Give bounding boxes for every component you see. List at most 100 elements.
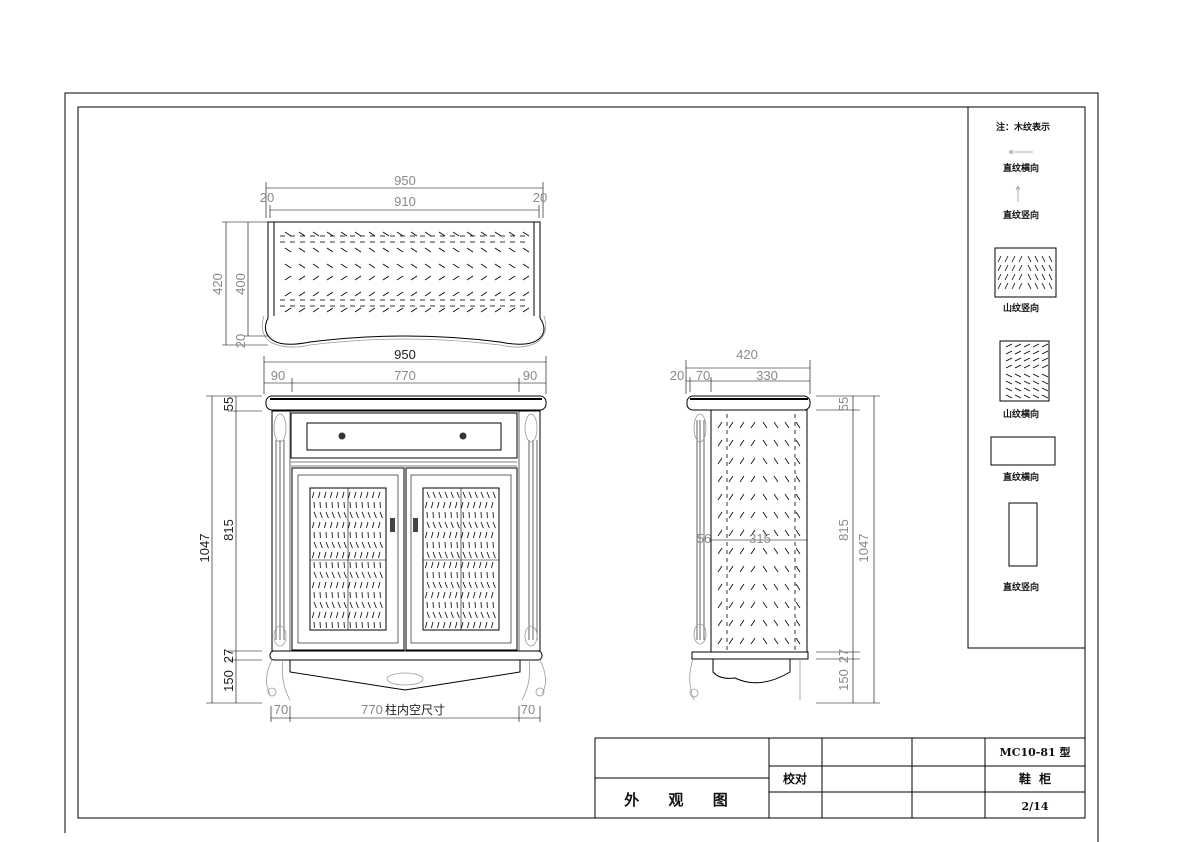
grain-stroke xyxy=(1034,282,1039,290)
grain-stroke xyxy=(750,421,756,429)
grain-stroke xyxy=(750,511,756,519)
grain-stroke xyxy=(728,439,734,447)
grain-stroke xyxy=(1041,380,1049,385)
grain-stroke xyxy=(318,491,321,499)
grain-stroke xyxy=(480,247,488,253)
grain-stroke xyxy=(318,551,321,559)
grain-stroke xyxy=(456,491,460,499)
grain-stroke xyxy=(795,511,801,519)
grain-stroke xyxy=(491,501,494,509)
grain-stroke xyxy=(728,547,734,555)
grain-stroke xyxy=(444,551,448,559)
grain-stroke xyxy=(450,491,454,499)
grain-stroke xyxy=(1018,282,1023,290)
grain-stroke xyxy=(410,263,418,269)
grain-stroke xyxy=(494,263,502,269)
grain-stroke xyxy=(368,307,376,313)
wood-grain-legend: 注：木纹表示 直纹横向 直纹竖向 山纹竖向 山纹横向 直纹横向 直纹竖向 xyxy=(967,107,1085,649)
grain-stroke xyxy=(494,291,502,297)
grain-stroke xyxy=(354,521,357,529)
dim-front-middle: 770 xyxy=(394,368,416,383)
grain-stroke xyxy=(396,291,404,297)
grain-stroke xyxy=(462,581,466,589)
grain-stroke xyxy=(1041,373,1049,378)
side-wood-grain xyxy=(717,414,801,650)
grain-stroke xyxy=(1018,255,1023,263)
grain-stroke xyxy=(437,531,440,539)
grain-stroke xyxy=(410,307,418,313)
grain-stroke xyxy=(284,263,292,269)
grain-stroke xyxy=(773,547,779,555)
grain-stroke xyxy=(795,529,801,537)
grain-stroke xyxy=(522,275,530,281)
grain-stroke xyxy=(717,511,723,519)
grain-stroke xyxy=(382,247,390,253)
grain-stroke xyxy=(1032,350,1040,355)
grain-stroke xyxy=(432,521,436,529)
grain-stroke xyxy=(379,511,383,519)
grain-stroke xyxy=(298,291,306,297)
grain-stroke xyxy=(431,591,434,599)
grain-stroke xyxy=(467,561,470,569)
grain-stroke xyxy=(728,475,734,483)
grain-stroke xyxy=(474,521,478,529)
grain-stroke xyxy=(466,307,474,313)
grain-stroke xyxy=(455,561,458,569)
grain-stroke xyxy=(479,591,482,599)
grain-stroke xyxy=(1041,350,1049,355)
grain-stroke xyxy=(1041,264,1046,272)
legend-title: 注：木纹表示 xyxy=(996,121,1050,133)
grain-stroke xyxy=(717,637,723,645)
grain-stroke xyxy=(485,561,488,569)
dim-front-left-column: 90 xyxy=(271,368,285,383)
grain-stroke xyxy=(343,571,347,579)
dim-front-body-height: 815 xyxy=(221,519,236,541)
grain-stroke xyxy=(449,591,452,599)
grain-stroke xyxy=(1005,364,1013,369)
dim-side-overall-depth: 420 xyxy=(736,347,758,362)
grain-stroke xyxy=(342,581,345,589)
grain-stroke xyxy=(340,263,348,269)
legend-label: 直纹竖向 xyxy=(1003,581,1039,593)
grain-stroke xyxy=(750,529,756,537)
grain-stroke xyxy=(438,307,446,313)
grain-stroke xyxy=(326,247,334,253)
grain-stroke xyxy=(298,247,306,253)
grain-stroke xyxy=(378,551,381,559)
grain-stroke xyxy=(728,493,734,501)
dim-side-body-height: 815 xyxy=(836,519,851,541)
grain-stroke xyxy=(508,231,516,237)
grain-stroke xyxy=(372,611,375,619)
grain-stroke xyxy=(486,551,490,559)
grain-stroke xyxy=(372,551,375,559)
grain-stroke xyxy=(1014,387,1022,392)
grain-stroke xyxy=(437,561,440,569)
grain-stroke xyxy=(410,275,418,281)
grain-stroke xyxy=(382,291,390,297)
grain-stroke xyxy=(491,531,494,539)
grain-stroke xyxy=(330,611,333,619)
grain-stroke xyxy=(340,291,348,297)
grain-stroke xyxy=(1048,255,1053,263)
grain-stroke xyxy=(349,601,353,609)
grain-stroke xyxy=(762,601,768,609)
arrow-vertical-icon xyxy=(1015,185,1021,202)
grain-stroke xyxy=(284,275,292,281)
grain-stroke xyxy=(717,601,723,609)
grain-stroke xyxy=(360,491,363,499)
grain-stroke xyxy=(739,583,745,591)
carvings xyxy=(273,413,538,686)
grain-stroke xyxy=(425,621,428,629)
grain-stroke xyxy=(728,619,734,627)
grain-stroke xyxy=(522,231,530,237)
grain-stroke xyxy=(494,307,502,313)
grain-stroke xyxy=(360,581,363,589)
dim-front-bottom-middle: 770 xyxy=(361,702,383,717)
grain-stroke xyxy=(312,275,320,281)
grain-stroke xyxy=(1041,364,1049,369)
grain-stroke xyxy=(312,581,315,589)
grain-stroke xyxy=(450,551,454,559)
grain-stroke xyxy=(368,291,376,297)
grain-stroke xyxy=(366,611,369,619)
grain-stroke xyxy=(379,541,383,549)
